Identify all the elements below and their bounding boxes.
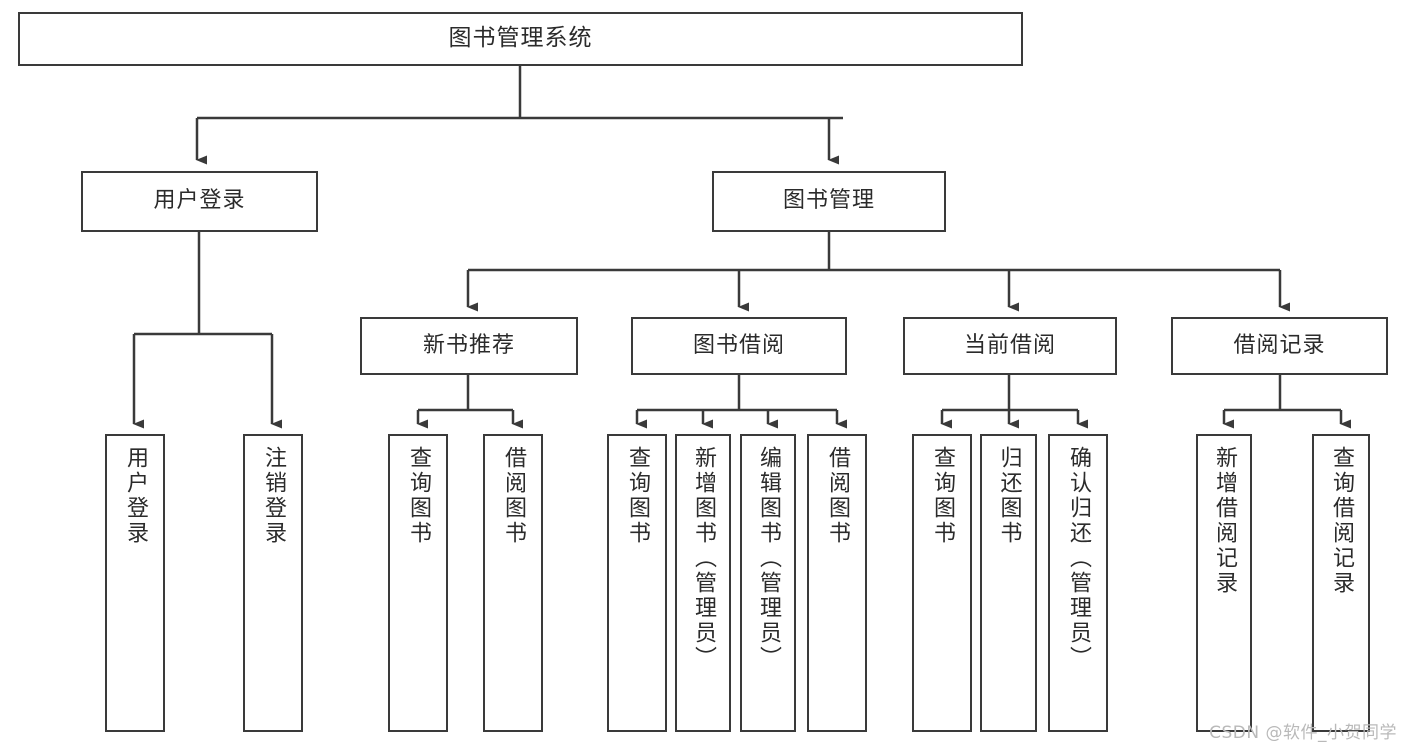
node-book-borrow[interactable]: 图书借阅	[631, 317, 847, 375]
leaf-records-add-record[interactable]: 新增借阅记录	[1196, 434, 1252, 732]
node-root-system[interactable]: 图书管理系统	[18, 12, 1023, 66]
node-label: 确认归还（管理员）	[1066, 446, 1091, 671]
leaf-borrow-query-book[interactable]: 查询图书	[607, 434, 667, 732]
leaf-current-confirm-return-admin[interactable]: 确认归还（管理员）	[1048, 434, 1108, 732]
node-label: 用户登录	[153, 188, 246, 214]
node-label: 新增图书（管理员）	[691, 446, 716, 671]
node-book-management[interactable]: 图书管理	[712, 171, 946, 232]
node-new-book-recommend[interactable]: 新书推荐	[360, 317, 578, 375]
node-label: 借阅图书	[501, 446, 526, 546]
node-label: 查询图书	[406, 446, 431, 546]
leaf-newbooks-query-book[interactable]: 查询图书	[388, 434, 448, 732]
node-label: 新增借阅记录	[1212, 446, 1237, 596]
node-label: 用户登录	[123, 446, 148, 546]
node-label: 新书推荐	[422, 332, 515, 358]
leaf-records-query-record[interactable]: 查询借阅记录	[1312, 434, 1370, 732]
node-label: 图书借阅	[692, 332, 785, 358]
node-label: 图书管理	[782, 188, 875, 214]
leaf-logout[interactable]: 注销登录	[243, 434, 303, 732]
node-label: 归还图书	[996, 446, 1022, 546]
node-label: 查询借阅记录	[1329, 446, 1354, 596]
node-label: 注销登录	[261, 446, 286, 546]
node-current-borrow[interactable]: 当前借阅	[903, 317, 1117, 375]
leaf-borrow-add-book-admin[interactable]: 新增图书（管理员）	[675, 434, 731, 732]
leaf-current-query-book[interactable]: 查询图书	[912, 434, 972, 732]
node-label: 当前借阅	[963, 332, 1056, 358]
node-label: 编辑图书（管理员）	[756, 446, 781, 671]
node-label: 图书管理系统	[448, 25, 593, 52]
node-label: 借阅记录	[1233, 332, 1326, 358]
node-label: 查询图书	[930, 446, 955, 546]
node-borrow-records[interactable]: 借阅记录	[1171, 317, 1388, 375]
csdn-watermark: CSDN @软件_小贺同学	[1209, 723, 1397, 743]
leaf-newbooks-borrow-book[interactable]: 借阅图书	[483, 434, 543, 732]
node-label: 借阅图书	[825, 446, 850, 546]
node-user-login[interactable]: 用户登录	[81, 171, 318, 232]
leaf-borrow-edit-book-admin[interactable]: 编辑图书（管理员）	[740, 434, 796, 732]
leaf-borrow-borrow-book[interactable]: 借阅图书	[807, 434, 867, 732]
node-label: 查询图书	[625, 446, 650, 546]
leaf-user-login[interactable]: 用户登录	[105, 434, 165, 732]
leaf-current-return-book[interactable]: 归还图书	[980, 434, 1037, 732]
